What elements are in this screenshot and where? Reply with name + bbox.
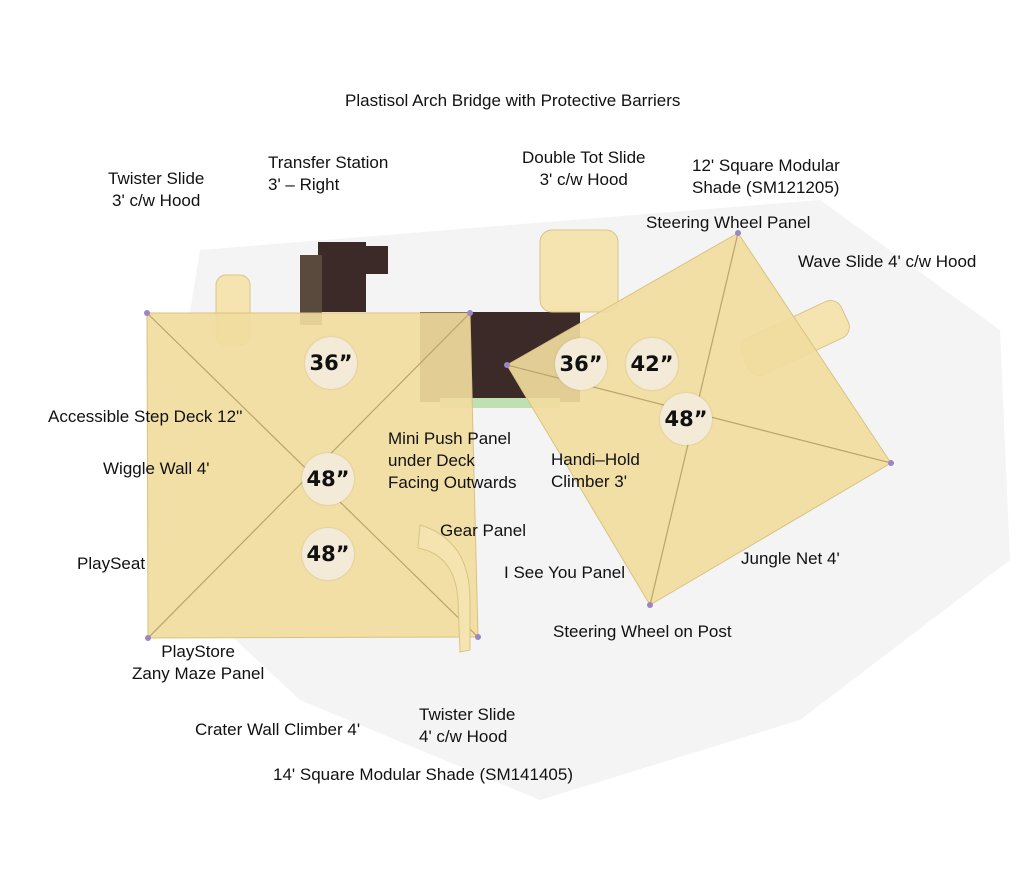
label-wiggle-wall: Wiggle Wall 4' [103,459,210,478]
label-wave-slide: Wave Slide 4' c/w Hood [798,252,977,271]
label-steering-panel: Steering Wheel Panel [646,213,811,232]
height-badge-right-b: 42” [626,338,678,390]
label-i-see-you: I See You Panel [504,563,626,582]
label-transfer-station: Transfer Station 3' – Right [268,153,389,194]
label-crater-wall: Crater Wall Climber 4' [195,720,361,739]
post [888,460,894,466]
height-badge-right-a: 36” [555,338,607,390]
label-jungle-net: Jungle Net 4' [741,549,840,568]
label-double-tot: Double Tot Slide 3' c/w Hood [522,148,646,189]
height-badge-right-c: 48” [660,393,712,445]
post [467,310,473,316]
label-twister-3: Twister Slide 3' c/w Hood [108,169,205,210]
post [145,635,151,641]
post [735,230,741,236]
height-badge-left-top: 36” [305,337,357,389]
transfer-station-step [364,246,388,274]
bridge-rail [440,398,560,408]
label-shade-14: 14' Square Modular Shade (SM141405) [273,765,573,784]
label-handi-hold: Handi–Hold Climber 3' [551,450,640,491]
label-playstore: PlayStore Zany Maze Panel [132,642,265,683]
post [504,362,510,368]
label-gear-panel: Gear Panel [440,521,526,540]
label-shade-12: 12' Square Modular Shade (SM121205) [692,156,840,197]
twister-slide-4-chute [417,524,471,653]
label-step-deck: Accessible Step Deck 12'' [48,407,243,426]
height-badge-left-mid: 48” [302,453,354,505]
label-mini-push: Mini Push Panel under Deck Facing Outwar… [388,429,517,492]
transfer-station-deck [318,242,366,312]
label-playseat: PlaySeat [77,554,146,573]
post [144,310,150,316]
post [647,602,653,608]
label-bridge: Plastisol Arch Bridge with Protective Ba… [345,91,681,110]
label-twister-4: Twister Slide 4' c/w Hood [419,705,516,746]
left-deck-edge [300,255,322,325]
label-steering-post: Steering Wheel on Post [553,622,732,641]
post [475,634,481,640]
height-badge-left-bottom: 48” [302,528,354,580]
double-tot-slide-hood [539,229,619,313]
